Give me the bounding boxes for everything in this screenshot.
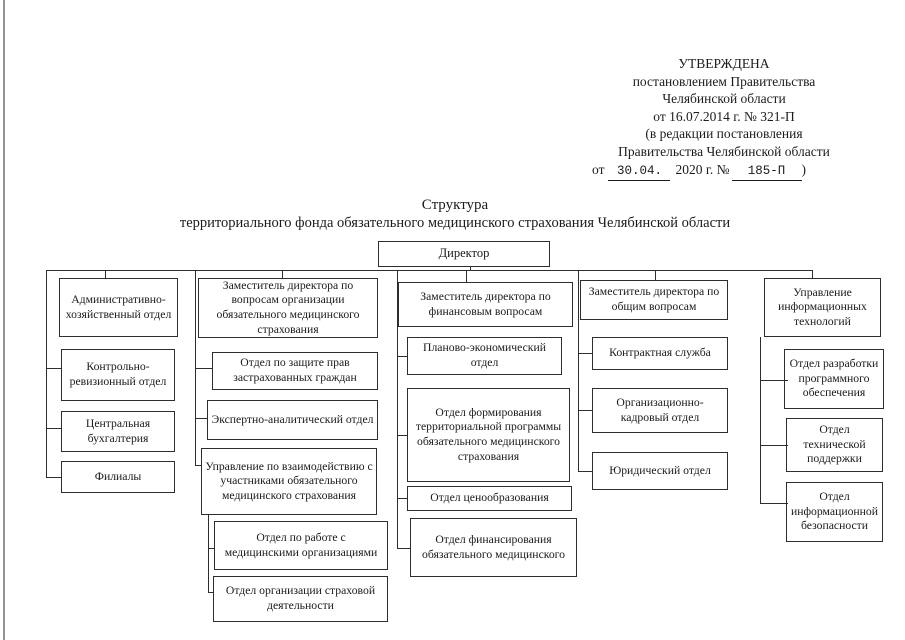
approval-line: Правительства Челябинской области xyxy=(618,143,830,159)
approval-date-filled: 30.04. xyxy=(608,163,671,182)
approval-line7-prefix: от xyxy=(592,161,605,177)
connector-line xyxy=(655,270,656,281)
box-pricing-dept: Отдел ценообразования xyxy=(407,486,572,511)
connector-line xyxy=(397,435,407,436)
box-medical-orgs-dept: Отдел по работе с медицинскими организац… xyxy=(214,521,388,570)
approval-line: УТВЕРЖДЕНА xyxy=(678,56,770,71)
connector-line xyxy=(46,428,61,429)
box-contract-service: Контрактная служба xyxy=(592,337,728,370)
connector-line xyxy=(760,337,761,504)
connector-line xyxy=(397,548,410,549)
connector-line xyxy=(282,270,283,279)
approval-line7-suffix: ) xyxy=(801,161,807,177)
connector-line xyxy=(397,356,407,357)
connector-line xyxy=(578,410,592,411)
box-information-security-dept: Отдел информационной безопасности xyxy=(786,482,883,542)
box-deputy-finance: Заместитель директора по финансовым вопр… xyxy=(398,282,573,327)
approval-line: от 16.07.2014 г. № 321-П xyxy=(653,108,795,124)
box-participants-interaction-mgmt: Управление по взаимодействию с участника… xyxy=(201,448,377,515)
box-expert-analytical-dept: Экспертно-аналитический отдел xyxy=(207,400,378,440)
connector-line xyxy=(208,548,215,549)
connector-line xyxy=(397,270,398,548)
box-admin-economic-dept: Административно-хозяйственный отдел xyxy=(59,278,178,337)
connector-line xyxy=(760,503,788,504)
box-planning-economic-dept: Планово-экономический отдел xyxy=(407,337,562,375)
approval-number-filled: 185-П xyxy=(731,163,802,182)
box-territorial-program-dept: Отдел формирования территориальной прогр… xyxy=(407,388,570,482)
approval-line: Челябинской области xyxy=(662,91,786,107)
approval-block: УТВЕРЖДЕНА постановлением Правительства … xyxy=(578,55,870,182)
approval-line: (в редакции постановления xyxy=(645,126,803,142)
connector-line xyxy=(578,471,592,472)
approval-line: постановлением Правительства xyxy=(632,73,816,89)
connector-line xyxy=(760,445,788,446)
page-title: Структура территориального фонда обязате… xyxy=(40,196,870,232)
scan-edge-artifact xyxy=(3,0,5,640)
connector-line xyxy=(578,353,592,354)
connector-line xyxy=(46,477,61,478)
connector-line xyxy=(46,270,47,478)
connector-line xyxy=(470,267,471,271)
box-org-personnel-dept: Организационно-кадровый отдел xyxy=(592,388,728,433)
box-deputy-general: Заместитель директора по общим вопросам xyxy=(580,280,728,320)
connector-line xyxy=(195,368,212,369)
box-insurance-activity-dept: Отдел организации страховой деятельности xyxy=(213,576,388,622)
connector-line xyxy=(812,270,813,279)
connector-line xyxy=(397,498,407,499)
connector-line xyxy=(195,465,201,466)
box-central-accounting: Центральная бухгалтерия xyxy=(61,411,175,452)
connector-line xyxy=(46,270,812,271)
box-branches: Филиалы xyxy=(61,461,175,493)
title-line-1: Структура xyxy=(421,197,489,213)
connector-line xyxy=(195,418,207,419)
box-oms-financing-dept: Отдел финансирования обязательного медиц… xyxy=(410,518,577,577)
connector-line xyxy=(46,368,61,369)
box-control-audit-dept: Контрольно-ревизионный отдел xyxy=(61,349,175,401)
connector-line xyxy=(466,270,467,283)
box-director: Директор xyxy=(378,241,550,267)
title-line-2: территориального фонда обязательного мед… xyxy=(179,215,731,231)
approval-line7-mid: 2020 г. № xyxy=(675,161,730,177)
box-deputy-oms-organization: Заместитель директора по вопросам органи… xyxy=(198,278,378,338)
connector-line xyxy=(208,515,209,593)
connector-line xyxy=(760,380,788,381)
box-software-development-dept: Отдел разработки программного обеспечени… xyxy=(784,349,884,409)
connector-line xyxy=(105,270,106,279)
box-legal-dept: Юридический отдел xyxy=(592,452,728,490)
connector-line xyxy=(578,270,579,471)
box-technical-support-dept: Отдел технической поддержки xyxy=(786,418,883,472)
box-it-management: Управление информационных технологий xyxy=(764,278,881,337)
connector-line xyxy=(208,592,214,593)
box-insured-rights-dept: Отдел по защите прав застрахованных граж… xyxy=(212,352,378,390)
